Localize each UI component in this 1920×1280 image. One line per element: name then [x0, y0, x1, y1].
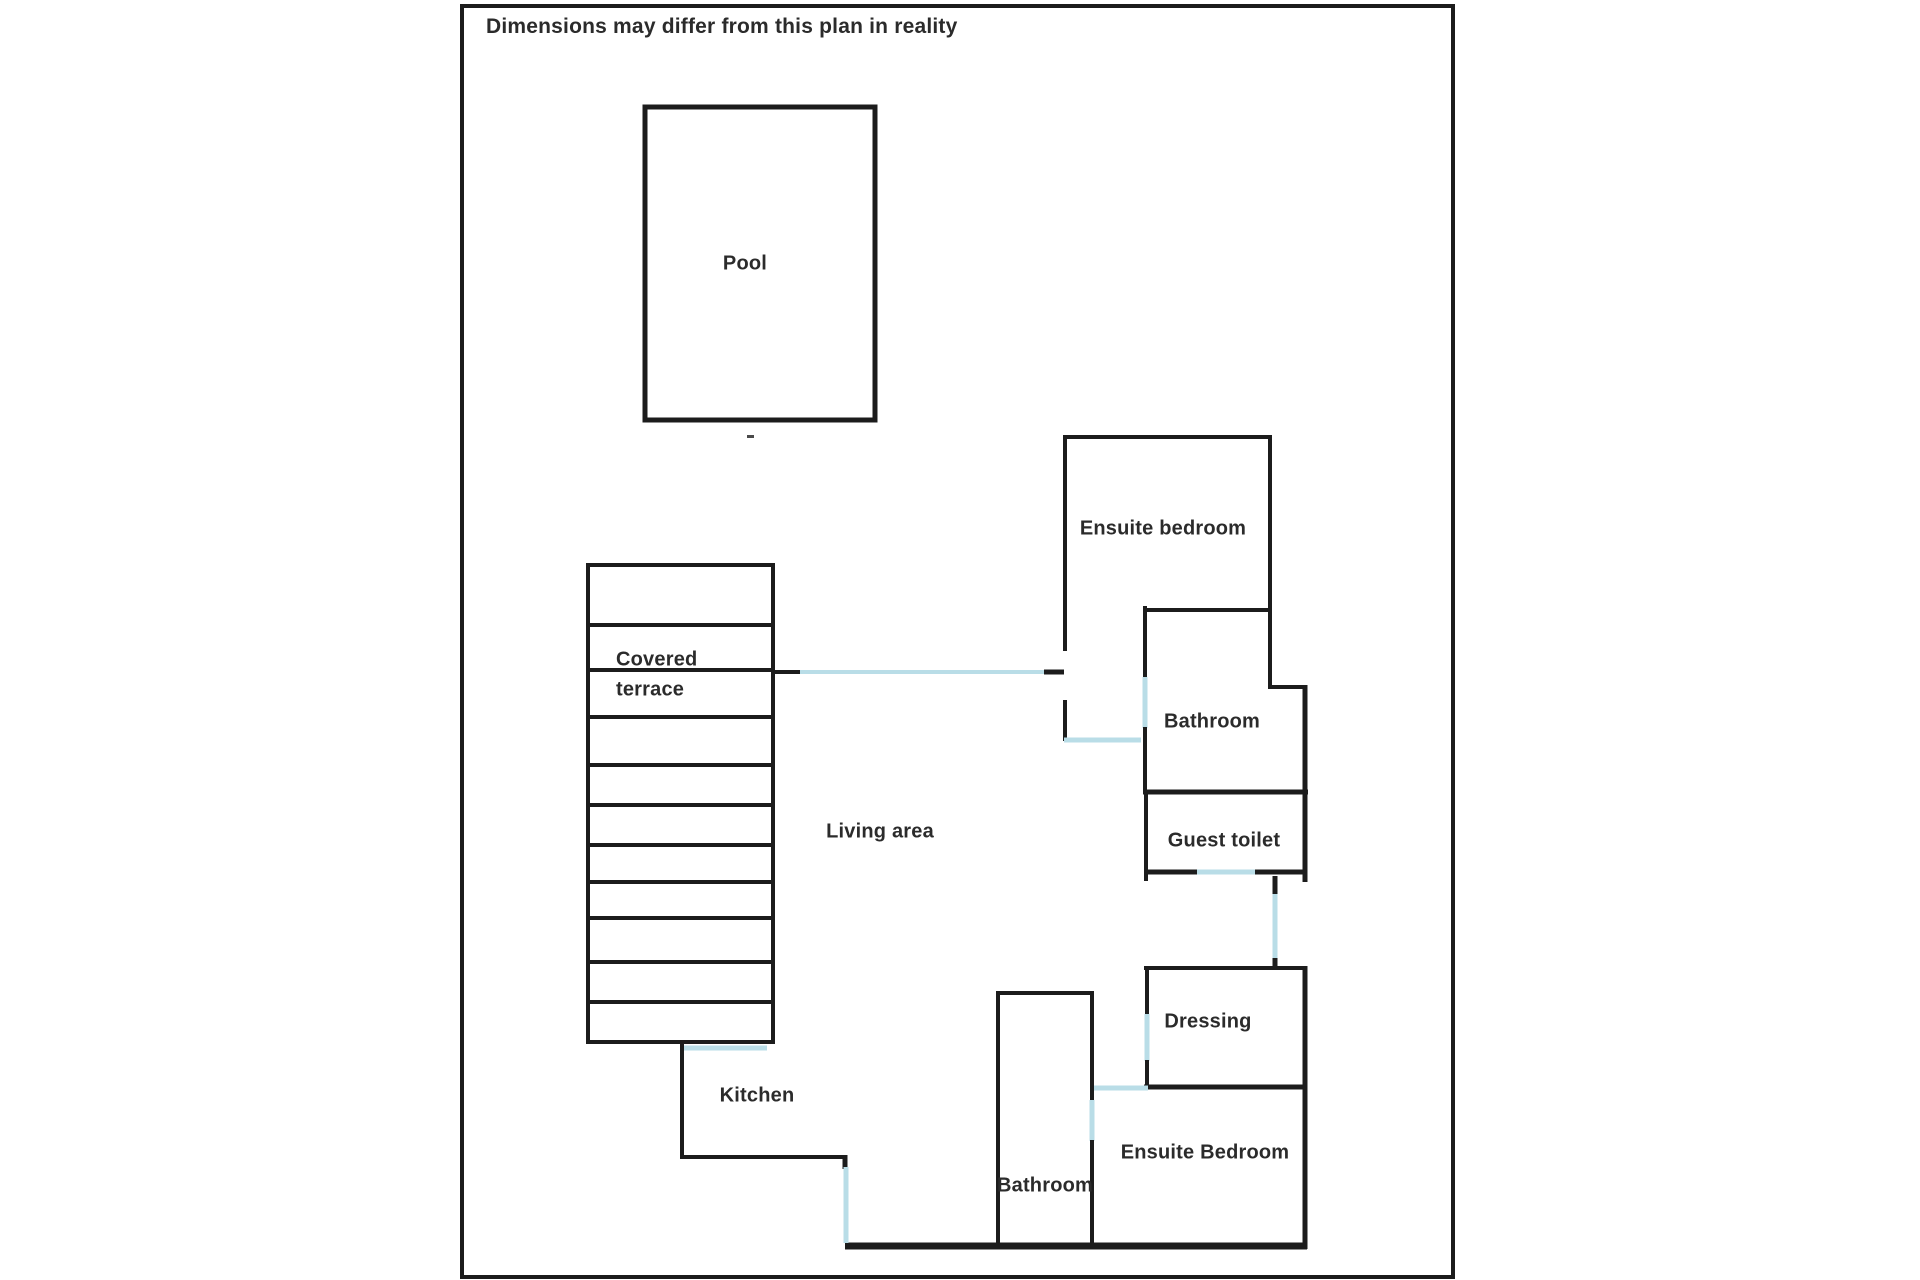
stray-mark — [747, 435, 754, 438]
label-dressing: Dressing — [1164, 1010, 1252, 1033]
label-ensuite-bedroom-top: Ensuite bedroom — [1079, 517, 1247, 540]
label-bathroom-bottom: Bathroom — [996, 1174, 1094, 1197]
label-guest-toilet: Guest toilet — [1167, 829, 1281, 852]
disclaimer-text: Dimensions may differ from this plan in … — [486, 15, 958, 38]
label-ensuite-bedroom-bottom: Ensuite Bedroom — [1120, 1141, 1290, 1164]
terrace-slats — [589, 623, 772, 1004]
label-pool: Pool — [722, 252, 768, 275]
label-living-area: Living area — [826, 820, 934, 843]
pool-outline — [642, 104, 878, 423]
label-covered-terrace-line1: Covered — [616, 648, 698, 671]
label-bathroom-top: Bathroom — [1163, 710, 1261, 733]
label-covered-terrace-line2: terrace — [616, 678, 685, 701]
plan-border — [460, 4, 1455, 1279]
terrace-outline — [586, 563, 775, 1044]
label-kitchen: Kitchen — [719, 1084, 795, 1107]
